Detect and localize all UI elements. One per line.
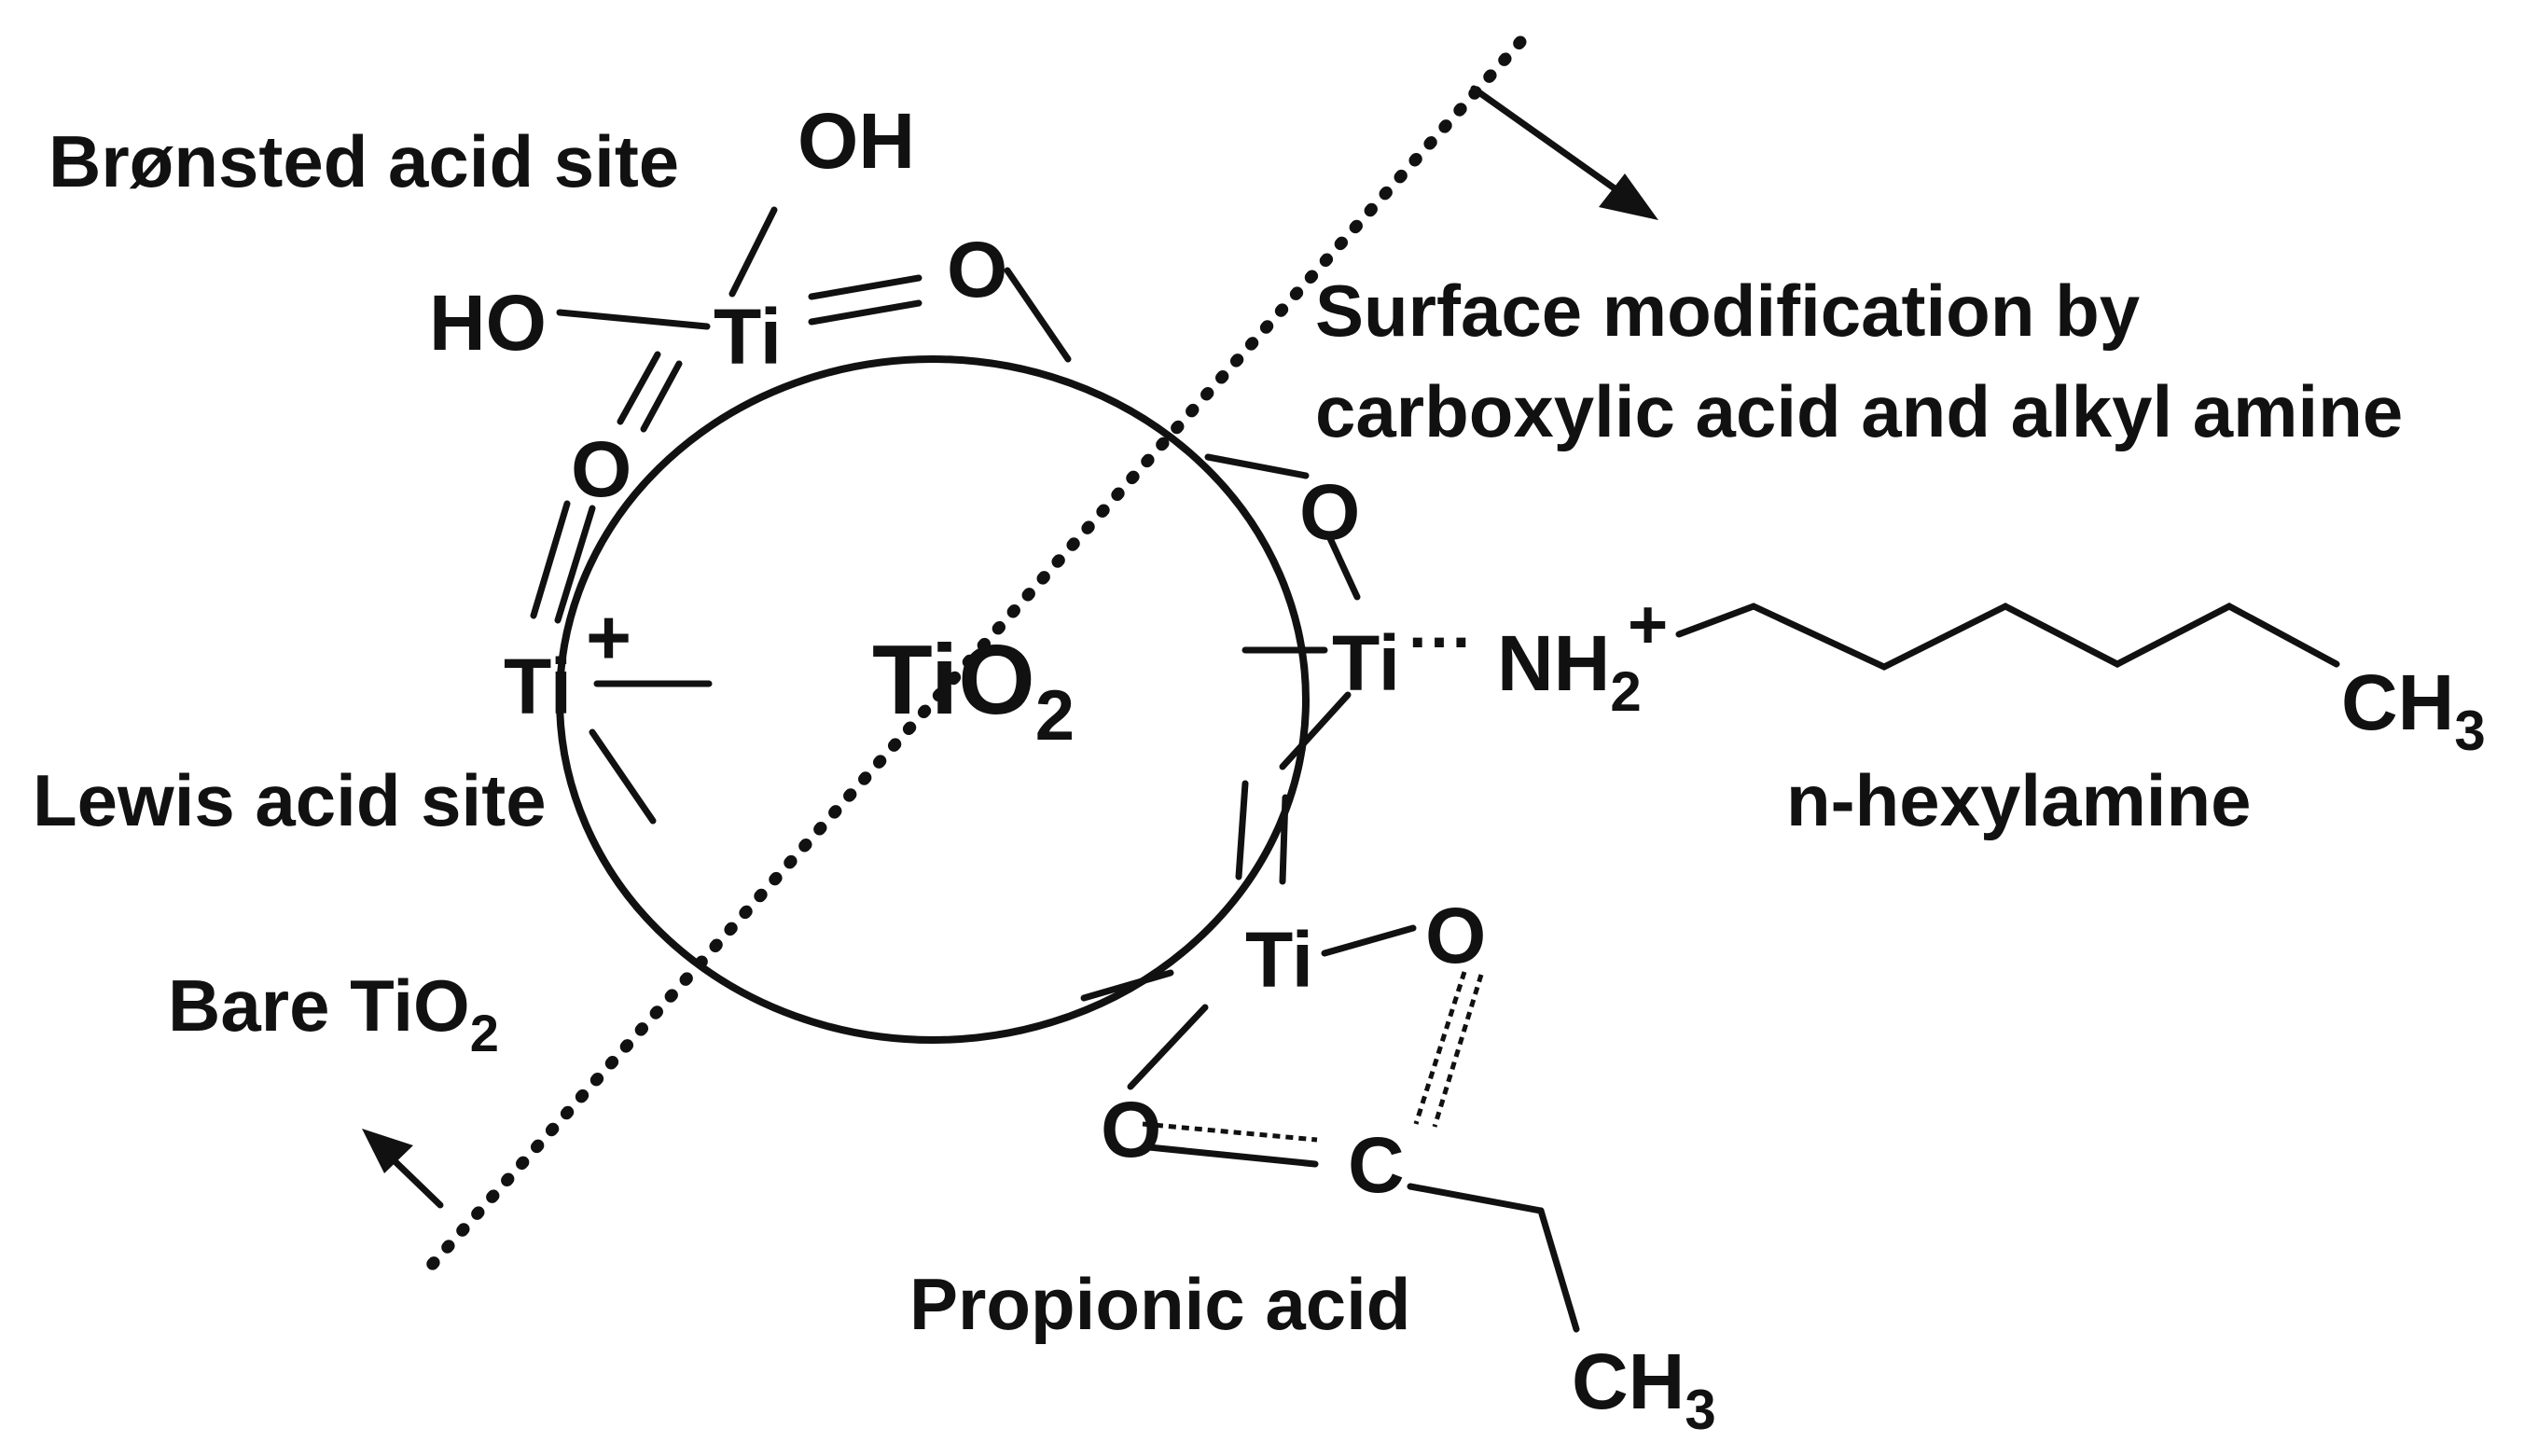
bare-tio2-arrow xyxy=(362,1129,444,1209)
o-atom-top: O xyxy=(947,226,1007,313)
ho-group-left: HO xyxy=(429,279,547,367)
surface-modification-label-line2: carboxylic acid and alkyl amine xyxy=(1315,370,2403,452)
ch3-hexyl-end: CH3 xyxy=(2341,659,2486,762)
bare-tio2-label: Bare TiO2 xyxy=(168,964,499,1062)
ti-amine-atom: Ti xyxy=(1332,619,1400,707)
o-atom-carboxyl-left: O xyxy=(1101,1086,1161,1173)
propionic-acid-label: Propionic acid xyxy=(909,1263,1410,1345)
ch3-propionic-end: CH3 xyxy=(1572,1338,1716,1441)
lewis-plus-charge: + xyxy=(586,593,631,681)
oh-group-top: OH xyxy=(797,97,915,185)
dividing-dotted-line xyxy=(418,35,1527,1280)
hexyl-chain xyxy=(1675,603,2340,671)
hydrogen-bond-dots: ··· xyxy=(1408,605,1474,678)
bronsted-acid-site-label: Brønsted acid site xyxy=(49,120,679,202)
surface-modification-label-line1: Surface modification by xyxy=(1315,270,2140,352)
bare-surface-bonds xyxy=(530,206,922,825)
ti-carboxylate-atom: Ti xyxy=(1245,916,1313,1004)
lewis-acid-site-label: Lewis acid site xyxy=(33,759,547,841)
o-atom-carboxyl-right: O xyxy=(1425,892,1486,979)
c-atom-carboxyl: C xyxy=(1348,1121,1405,1209)
o-atom-right: O xyxy=(1299,468,1360,556)
tio2-particle-circle xyxy=(556,355,1310,1044)
ti-lewis-atom: Ti xyxy=(504,643,572,730)
modified-surface-bonds xyxy=(1004,267,1580,1333)
o-atom-left: O xyxy=(571,425,631,513)
tio2-core-label: TiO2 xyxy=(872,625,1075,756)
surface-modification-arrow xyxy=(1470,85,1658,220)
amine-plus-charge: + xyxy=(1628,586,1668,663)
nh2-plus-group: NH2 xyxy=(1497,619,1642,723)
ti-bronsted-atom: Ti xyxy=(714,293,782,381)
n-hexylamine-label: n-hexylamine xyxy=(1786,759,2252,841)
